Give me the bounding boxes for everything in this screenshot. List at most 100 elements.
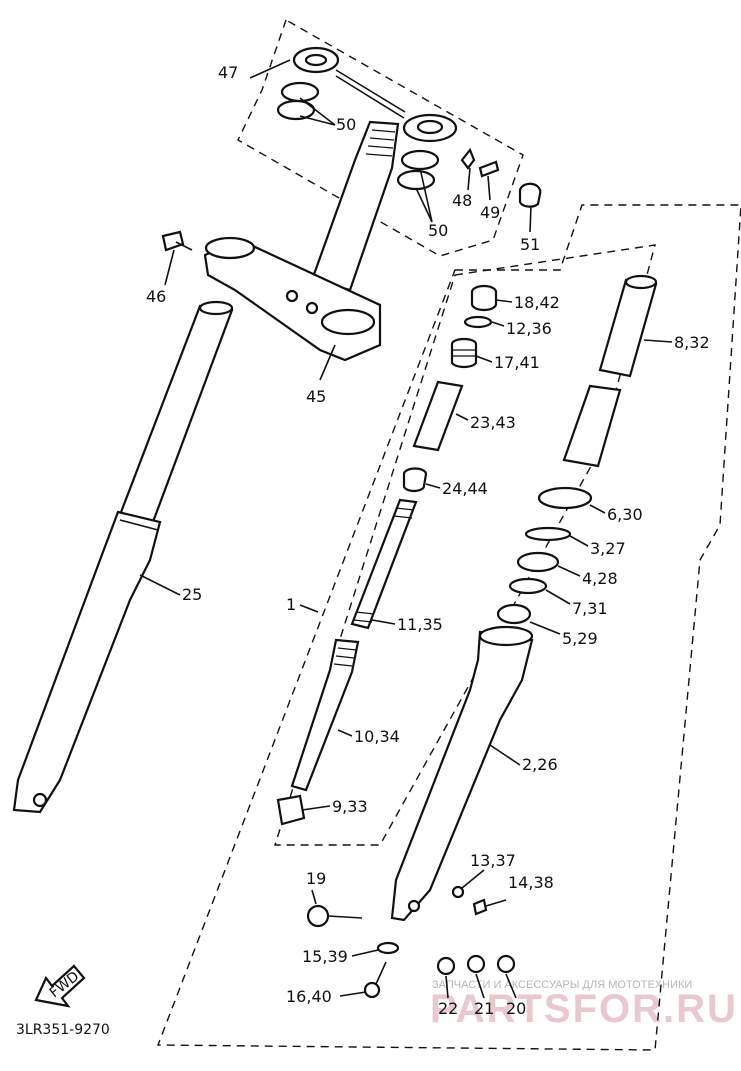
rebound-spring [333,647,357,667]
callout-20: 20 [506,999,526,1018]
callout-16-40: 16,40 [286,987,332,1006]
washer-7 [508,577,548,595]
outer-tube-axle-hole [407,899,421,913]
callout-17-41: 17,41 [494,353,540,372]
bracket-bolt-hole [285,289,299,303]
bolt-46 [161,230,185,252]
callout-11-35: 11,35 [397,615,443,634]
callout-7-31: 7,31 [572,599,608,618]
callout-8-32: 8,32 [674,333,710,352]
bracket-right-clamp [320,308,376,336]
bottom-hardware [306,885,516,999]
bracket-bolt-hole-2 [305,301,319,315]
bushing-5 [496,603,532,625]
adjuster-thread [452,349,476,357]
spacer-23 [412,380,464,452]
callout-22: 22 [438,999,458,1018]
stem-thread [365,129,396,157]
callout-12-36: 12,36 [506,319,552,338]
left-fork-assembly [12,300,234,814]
inner-tube-lower-8 [562,384,622,468]
callout-18-42: 18,42 [514,293,560,312]
cap-bolt-18 [470,284,498,312]
oring-50-upper-b [276,99,316,121]
oring-50-lower-a [400,149,440,171]
bolt-46-shank [175,241,193,251]
bolt-19-shank [327,915,363,919]
callout-19: 19 [306,869,326,888]
fork-assembly-group-outline [156,204,741,1051]
nut-22 [436,956,456,976]
left-inner-tube [116,304,234,532]
callout-10-34: 10,34 [354,727,400,746]
washer-48 [460,147,476,170]
holder-right-bore [416,119,444,135]
dust-seal-6 [537,486,593,510]
clip-3 [524,526,572,542]
bolt-16-shank [375,961,387,985]
washer-13 [451,885,465,899]
callout-49: 49 [480,203,500,222]
callout-5-29: 5,29 [562,629,598,648]
holder-rod-edge [335,75,405,119]
inner-parts [276,284,498,826]
outer-tube-2 [390,630,534,922]
callout-labels: 47 50 48 49 50 51 46 45 18,42 12,36 17,4… [146,63,710,1018]
callout-47: 47 [218,63,238,82]
callout-14-38: 14,38 [508,873,554,892]
callout-9-33: 9,33 [332,797,368,816]
holder-left-bore [304,53,328,67]
callout-46: 46 [146,287,166,306]
callout-51: 51 [520,235,540,254]
callout-3-27: 3,27 [590,539,626,558]
left-outer-tube [12,510,162,814]
left-seal-ring [119,519,159,531]
adjuster-17 [450,337,478,369]
callout-25: 25 [182,585,202,604]
under-bracket-assembly [161,120,400,362]
oring-50-lower-b [396,169,436,191]
fwd-arrow-icon: FWD [34,964,86,1008]
spring-seat-24 [402,467,428,493]
washer-15 [376,941,400,955]
holder-rod [335,69,406,113]
callout-23-43: 23,43 [470,413,516,432]
cap-51 [518,182,542,208]
bolt-49 [478,160,500,178]
watermark-brand-text: PARTSFOR.RU [430,987,738,1031]
fork-spring-11 [350,498,418,630]
callout-50-lower: 50 [428,221,448,240]
callout-4-28: 4,28 [582,569,618,588]
outer-tube-top [478,625,534,647]
right-outer-tube-assembly [390,625,534,922]
watermark-top-text: ЗАПЧАСТИ И АКСЕССУАРЫ ДЛЯ МОТОТЕХНИКИ [432,979,692,991]
inner-tube-top [624,274,658,290]
callout-50-upper: 50 [336,115,356,134]
watermark: ЗАПЧАСТИ И АКСЕССУАРЫ ДЛЯ МОТОТЕХНИКИ PA… [430,979,738,1031]
oring-12 [463,315,493,329]
callout-2-26: 2,26 [522,755,558,774]
inner-tube-8 [598,278,658,378]
upper-bracket-group-outline [237,18,524,257]
left-axle-bolt [32,792,48,808]
oil-lock-piece-9 [276,794,306,826]
callout-24-44: 24,44 [442,479,488,498]
diagram-code: 3LR351-9270 [16,1022,110,1038]
callout-21: 21 [474,999,494,1018]
callout-6-30: 6,30 [607,505,643,524]
bolt-16-head [363,981,381,999]
spring-coils [353,507,415,623]
callout-48: 48 [452,191,472,210]
nut-21 [466,954,486,974]
callout-45: 45 [306,387,326,406]
leader-lines [139,59,673,999]
handlebar-holder-assembly [276,46,542,208]
screw-14 [472,898,488,916]
seal-stack [496,274,658,625]
nut-20 [496,954,516,974]
left-tube-top [198,300,234,316]
callout-1: 1 [286,595,296,614]
callout-15-39: 15,39 [302,947,348,966]
